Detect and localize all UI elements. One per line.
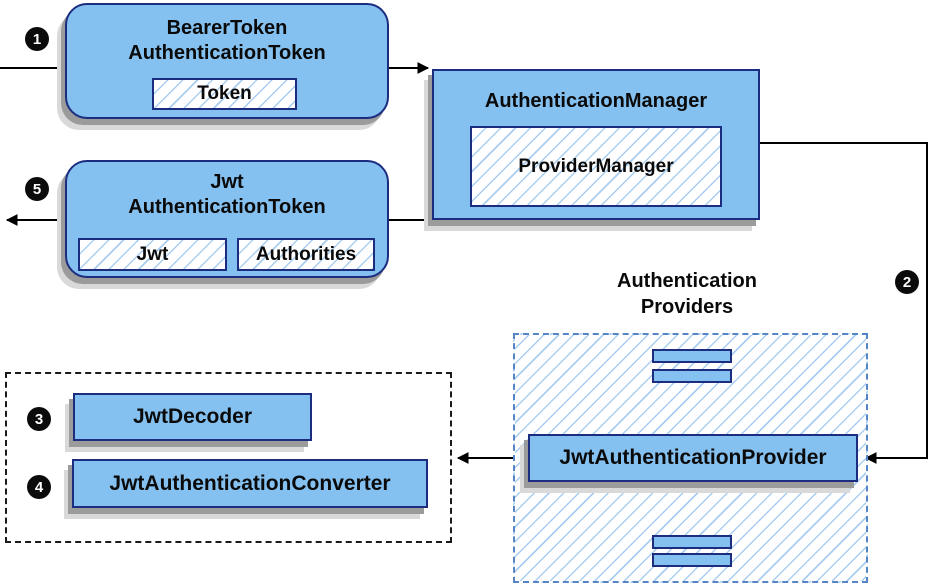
jwt-components-group	[5, 372, 452, 543]
step-number: 5	[32, 180, 42, 198]
bearer-token-authentication-token-node: BearerToken AuthenticationToken Token	[65, 3, 389, 119]
jwt-authentication-provider-label: JwtAuthenticationProvider	[559, 446, 827, 469]
jwt-chip-label: Jwt	[136, 243, 169, 265]
step-badge-5: 5	[25, 177, 49, 201]
token-chip: Token	[152, 78, 297, 110]
bearer-token-title: BearerToken AuthenticationToken	[128, 17, 326, 64]
authorities-chip-label: Authorities	[255, 243, 357, 265]
provider-stack-bar-4	[652, 553, 732, 567]
step-badge-2: 2	[895, 270, 919, 294]
jwt-authentication-converter-node: JwtAuthenticationConverter	[72, 459, 428, 508]
provider-stack-bar-3	[652, 535, 732, 549]
jwt-authentication-token-node: Jwt AuthenticationToken Jwt Authorities	[65, 160, 389, 278]
step-badge-4: 4	[27, 475, 51, 499]
authentication-manager-title: AuthenticationManager	[484, 90, 708, 112]
step-badge-3: 3	[27, 407, 51, 431]
jwt-chip: Jwt	[78, 238, 227, 271]
jwt-authentication-provider-node: JwtAuthenticationProvider	[528, 434, 858, 482]
step-number: 3	[34, 410, 44, 428]
provider-manager-label: ProviderManager	[518, 155, 674, 177]
step-number: 4	[34, 478, 44, 496]
authentication-providers-title: Authentication Providers	[617, 270, 757, 318]
token-chip-label: Token	[197, 83, 252, 104]
authorities-chip: Authorities	[237, 238, 375, 271]
provider-manager-chip: ProviderManager	[470, 126, 722, 207]
provider-stack-bar-1	[652, 349, 732, 363]
authentication-manager-node: AuthenticationManager ProviderManager	[432, 69, 760, 220]
jwt-token-title: Jwt AuthenticationToken	[128, 171, 326, 218]
jwt-authentication-converter-label: JwtAuthenticationConverter	[109, 471, 391, 495]
jwt-decoder-node: JwtDecoder	[73, 393, 312, 441]
step-number: 1	[32, 30, 42, 48]
jwt-decoder-label: JwtDecoder	[132, 405, 253, 428]
step-number: 2	[902, 273, 912, 291]
provider-stack-bar-2	[652, 369, 732, 383]
step-badge-1: 1	[25, 27, 49, 51]
